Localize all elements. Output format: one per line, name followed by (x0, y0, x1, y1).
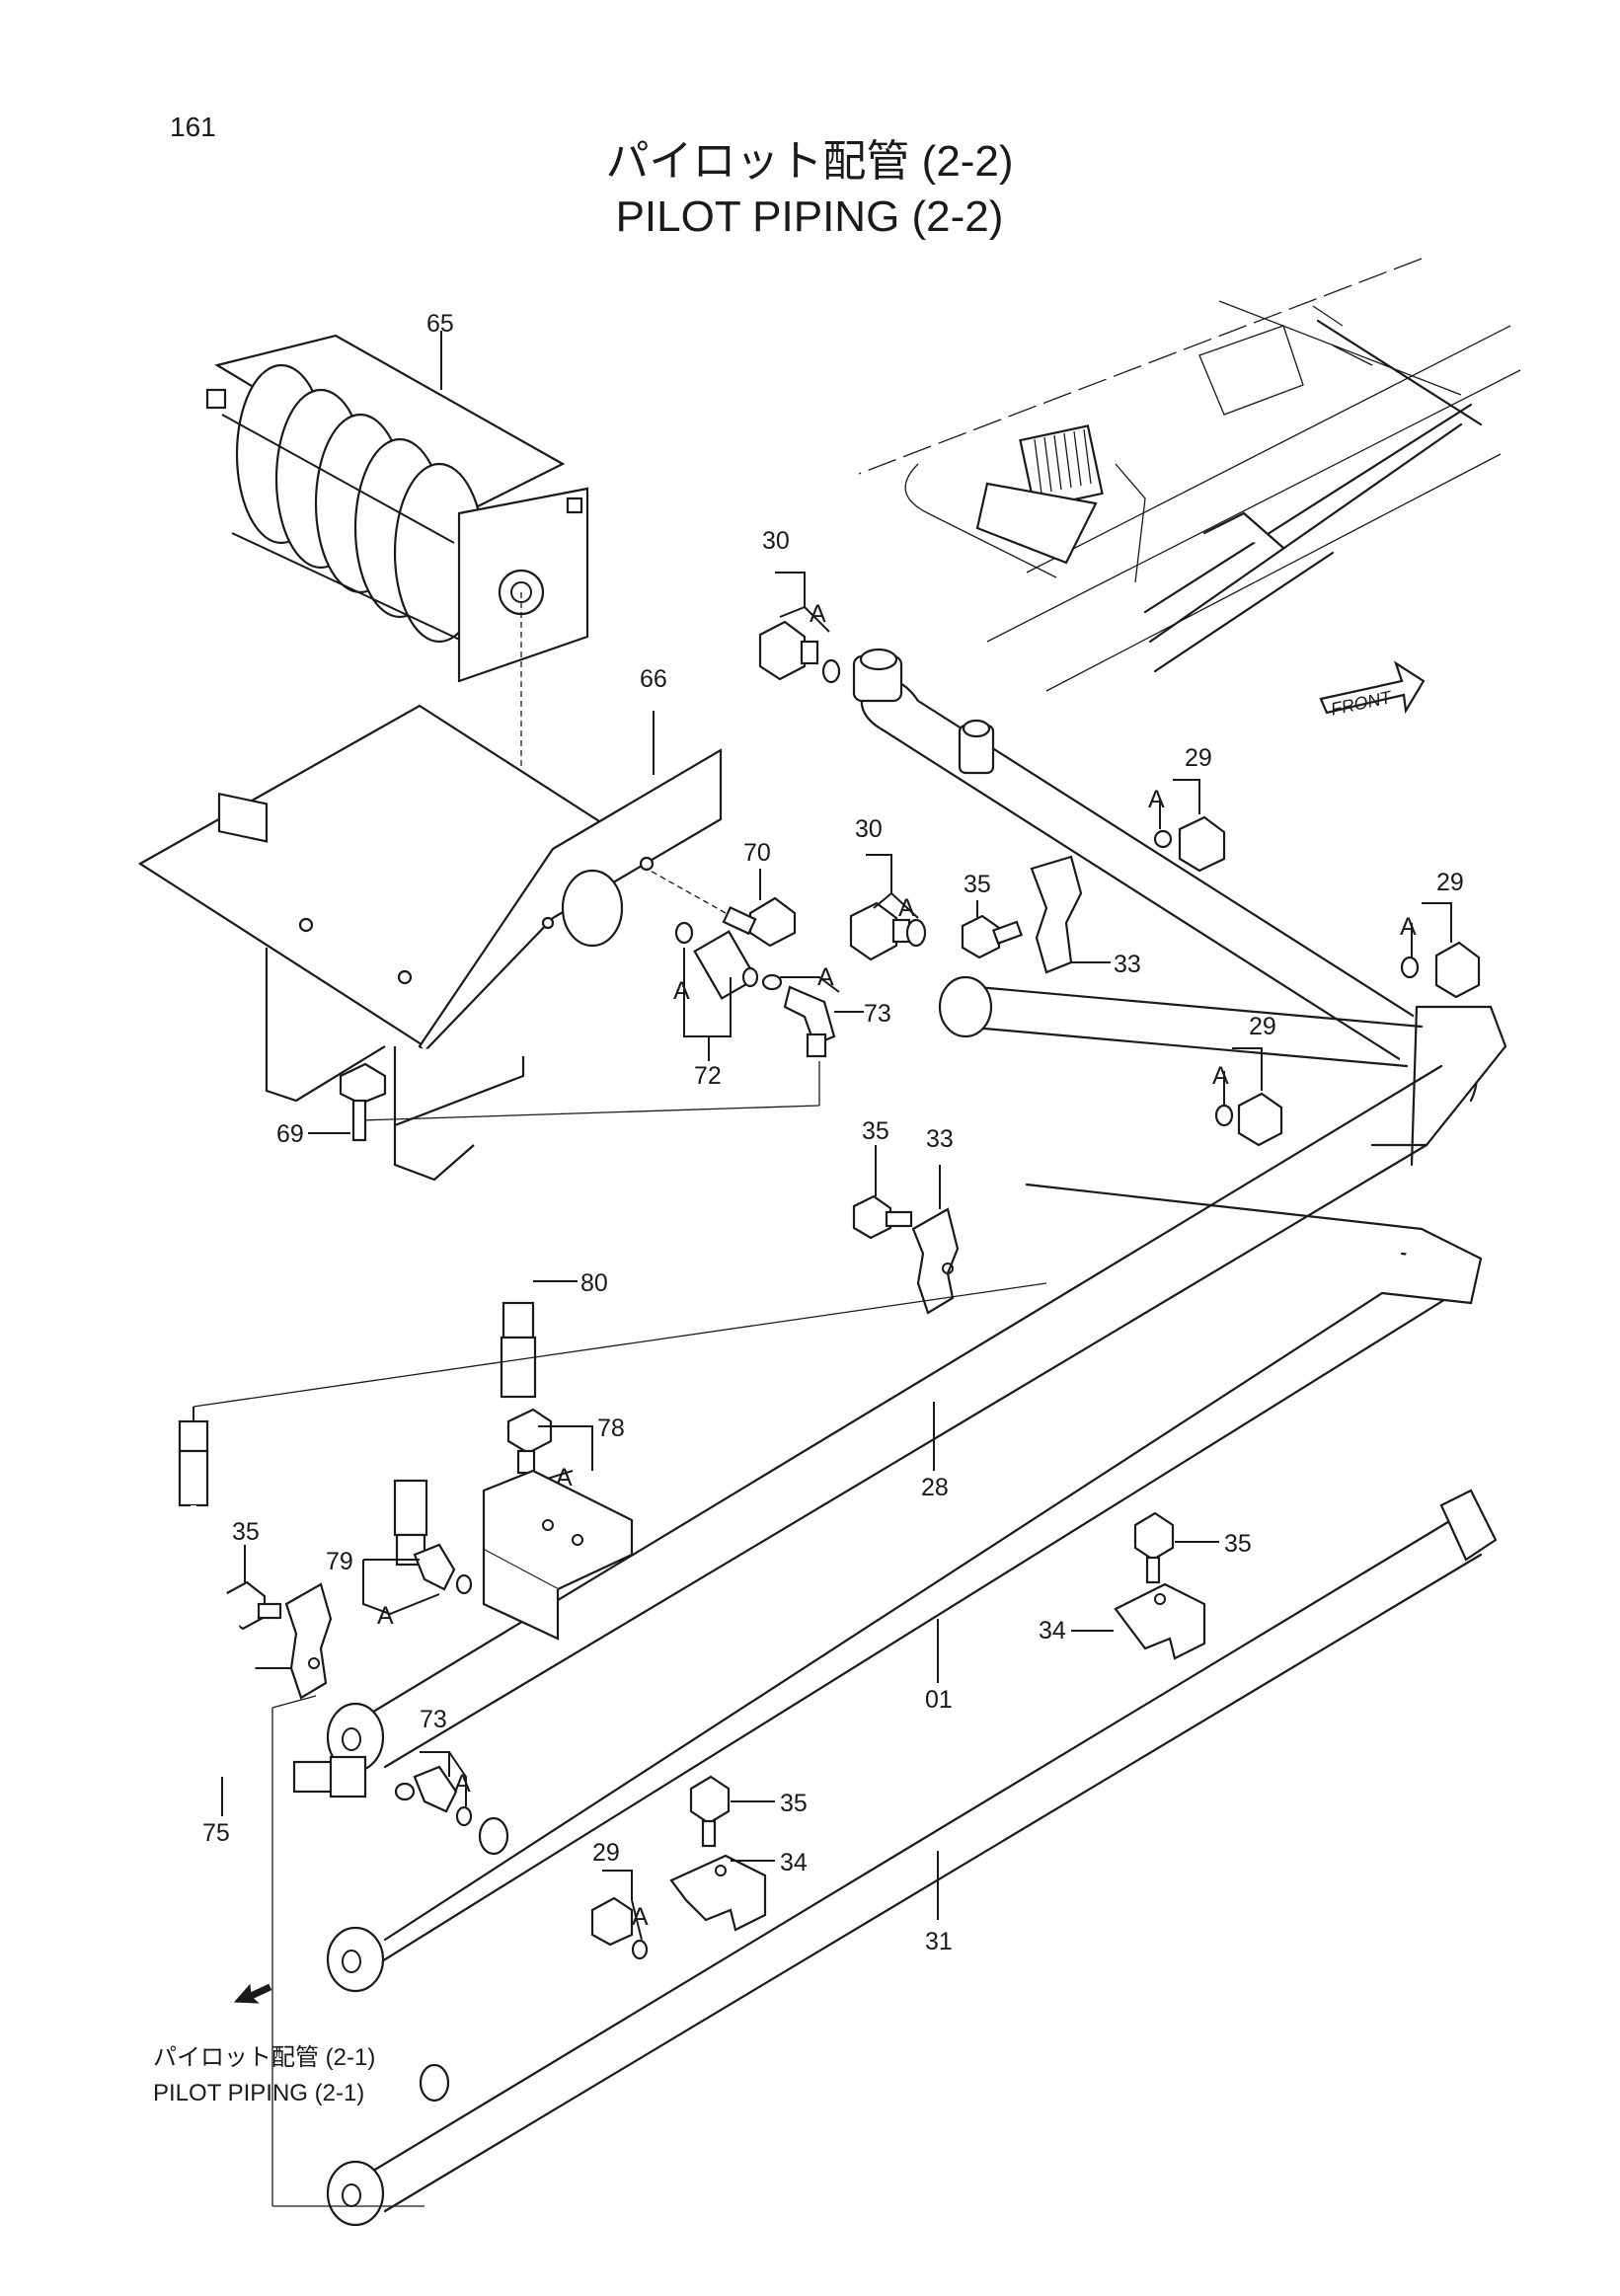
leader-29-3 (1223, 1047, 1263, 1106)
leader-29-4 (602, 1870, 643, 1941)
seal-marker-72: A (673, 977, 690, 1005)
label-34-1: 34 (1039, 1617, 1066, 1645)
part-79-elbow (413, 1543, 473, 1595)
label-70: 70 (743, 839, 771, 867)
label-75: 75 (202, 1819, 230, 1847)
label-33-1: 33 (1114, 951, 1141, 978)
title-japanese: パイロット配管 (2-2) (605, 137, 1013, 186)
part-73-elbow-upper (761, 973, 836, 1058)
label-79: 79 (326, 1548, 353, 1575)
label-35-5: 35 (780, 1790, 808, 1817)
label-72: 72 (694, 1062, 722, 1090)
part-35-bolt-5 (689, 1775, 731, 1848)
leader-73-a (780, 976, 840, 993)
seal-marker-29-2: A (1400, 913, 1417, 941)
part-34-clamp-2 (669, 1854, 767, 1932)
part-33-clamp-1 (1030, 855, 1083, 974)
seal-marker-30-upper: A (810, 600, 826, 628)
label-28: 28 (921, 1474, 949, 1501)
seal-marker-29-3: A (1212, 1062, 1229, 1090)
label-01: 01 (925, 1686, 953, 1714)
leader-29-1 (1159, 779, 1200, 829)
pipe-01 (326, 1005, 1483, 1993)
part-34-clamp-1 (1114, 1582, 1206, 1660)
label-35-2: 35 (862, 1117, 889, 1145)
part-72-adapter (674, 921, 759, 1000)
label-73-upper: 73 (864, 1000, 891, 1028)
pipe-28 (326, 648, 1507, 1773)
part-73-elbow-lower (394, 1765, 473, 1827)
part-66-bracket (137, 704, 723, 1182)
leader-72 (683, 948, 732, 1037)
leader-73-lower (420, 1751, 467, 1806)
machine-overview-inset (858, 258, 1521, 692)
label-80: 80 (580, 1269, 608, 1297)
connection-lines (193, 1282, 1047, 2207)
part-80-hose (393, 1264, 537, 1567)
label-73-lower: 73 (420, 1706, 447, 1733)
label-65: 65 (426, 310, 454, 338)
label-35-3: 35 (232, 1518, 260, 1546)
label-33-2: 33 (926, 1125, 954, 1153)
connect-line-73-69 (359, 1105, 820, 1121)
label-34-2: 34 (780, 1849, 808, 1876)
part-30-plug-lower (849, 901, 927, 961)
seal-marker-29-4: A (632, 1903, 649, 1931)
part-35-bolt-2 (852, 1194, 913, 1240)
seal-marker-79: A (377, 1602, 394, 1630)
leader-29-2 (1411, 902, 1452, 957)
part-35-bolt-1 (961, 914, 1024, 959)
front-direction-arrow: FRONT (1319, 660, 1426, 720)
part-33-clamp-2 (911, 1207, 960, 1315)
label-29-2: 29 (1436, 869, 1464, 896)
seal-marker-73-lower: A (454, 1770, 471, 1798)
part-29-plug-1 (1153, 815, 1226, 873)
seal-marker-73: A (817, 963, 834, 991)
label-78: 78 (597, 1415, 625, 1442)
pipe-31 (326, 1489, 1498, 2227)
seal-marker-30-lower: A (898, 894, 915, 922)
leader-30-upper (775, 572, 830, 633)
part-29-plug-3 (1214, 1092, 1283, 1147)
part-70-bolt (646, 868, 797, 948)
reference-japanese: パイロット配管 (2-1) (153, 2044, 375, 2071)
part-65-pilot-cylinder (205, 334, 589, 683)
part-33-clamp-3 (284, 1582, 333, 1700)
label-30-upper: 30 (762, 527, 790, 555)
part-30-plug-upper (758, 620, 841, 684)
label-35-4: 35 (1224, 1530, 1252, 1558)
label-29-3: 29 (1249, 1013, 1276, 1040)
part-69-bolt (339, 1062, 387, 1142)
valve-block (482, 1469, 634, 1641)
part-29-plug-2 (1400, 941, 1481, 999)
label-29-1: 29 (1185, 744, 1212, 772)
part-75-hose (178, 1407, 367, 1799)
part-29-plug-4 (590, 1896, 649, 1960)
page-number: 161 (170, 112, 216, 142)
reference-english: PILOT PIPING (2-1) (153, 2080, 364, 2106)
label-29-4: 29 (592, 1839, 620, 1867)
label-69: 69 (276, 1120, 304, 1148)
label-35-1: 35 (964, 871, 991, 898)
label-66: 66 (640, 665, 667, 693)
label-31: 31 (925, 1928, 953, 1955)
part-35-bolt-4 (1133, 1511, 1175, 1584)
leader-79 (362, 1559, 440, 1616)
seal-marker-29-1: A (1148, 786, 1165, 813)
leader-30-lower (866, 854, 919, 919)
label-30-lower: 30 (855, 815, 883, 843)
title-english: PILOT PIPING (2-2) (616, 192, 1004, 241)
reference-arrow (233, 1983, 272, 2004)
